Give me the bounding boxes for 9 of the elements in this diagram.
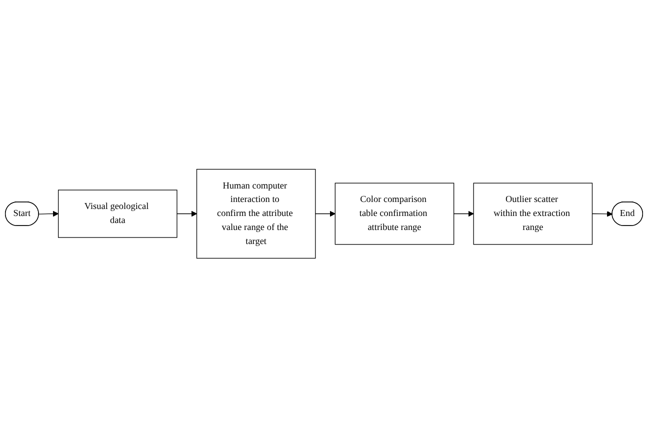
node-box: Outlier scatter within the extraction range: [473, 182, 593, 244]
arrow: [38, 210, 59, 216]
arrow: [453, 210, 474, 216]
node-box: Human computer interaction to confirm the attribute value range of the target: [196, 168, 316, 258]
arrow: [592, 210, 613, 217]
arrow: [315, 210, 336, 216]
node-box: Color comparison table confirmation attribute range: [334, 182, 454, 244]
node-box: Visual geological data: [58, 189, 178, 238]
arrow: [176, 210, 197, 216]
